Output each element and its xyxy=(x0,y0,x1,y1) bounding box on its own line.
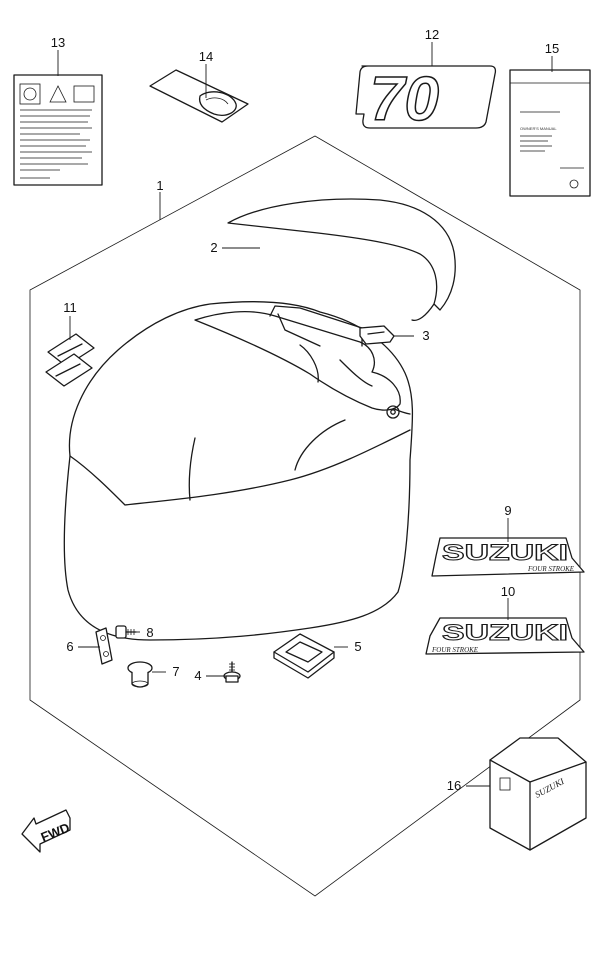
model-number-text: 70 xyxy=(370,65,439,134)
callout-14: 14 xyxy=(199,49,213,64)
s-logo-emblem xyxy=(45,333,95,387)
fwd-arrow: FWD xyxy=(21,809,72,853)
protective-cover: SUZUKI xyxy=(489,737,587,851)
callout-4: 4 xyxy=(194,668,201,683)
label-pouch xyxy=(149,69,249,123)
callout-2: 2 xyxy=(210,240,217,255)
model-number-decal: 70 xyxy=(355,64,497,135)
callout-11: 11 xyxy=(63,300,77,315)
brand-decal-upper-sub: FOUR STROKE xyxy=(527,565,575,573)
callout-5: 5 xyxy=(354,639,361,654)
callout-3: 3 xyxy=(422,328,429,343)
bolt-8 xyxy=(115,625,137,639)
latch-clip xyxy=(359,325,395,345)
callout-13: 13 xyxy=(51,35,65,50)
brand-decal-lower: SUZUKI FOUR STROKE xyxy=(425,617,585,655)
callout-15: 15 xyxy=(545,41,559,56)
grommet xyxy=(127,661,153,688)
brand-decal-lower-sub: FOUR STROKE xyxy=(431,646,479,654)
callout-8: 8 xyxy=(146,625,153,640)
callout-numbers: 1 2 3 4 5 6 7 8 9 10 11 12 13 14 15 16 xyxy=(51,27,559,793)
callout-16: 16 xyxy=(447,778,461,793)
callout-9: 9 xyxy=(504,503,511,518)
owners-manual: OWNER'S MANUAL xyxy=(509,69,591,197)
brand-decal-lower-text: SUZUKI xyxy=(442,620,568,645)
brand-decal-upper-text: SUZUKI xyxy=(442,540,568,565)
bracket xyxy=(95,627,113,665)
top-cover-panel xyxy=(227,198,456,322)
square-seal xyxy=(273,633,335,679)
manual-title: OWNER'S MANUAL xyxy=(520,126,557,131)
callout-1: 1 xyxy=(156,178,163,193)
leader-lines xyxy=(57,42,553,787)
callout-7: 7 xyxy=(172,664,179,679)
callout-10: 10 xyxy=(501,584,515,599)
callout-12: 12 xyxy=(425,27,439,42)
callout-6: 6 xyxy=(66,639,73,654)
brand-decal-upper: SUZUKI FOUR STROKE xyxy=(431,537,585,577)
assembly-outline xyxy=(29,135,581,897)
engine-cover-shell xyxy=(63,300,414,641)
warning-label-sheet xyxy=(13,74,103,186)
screw-4 xyxy=(223,661,241,683)
